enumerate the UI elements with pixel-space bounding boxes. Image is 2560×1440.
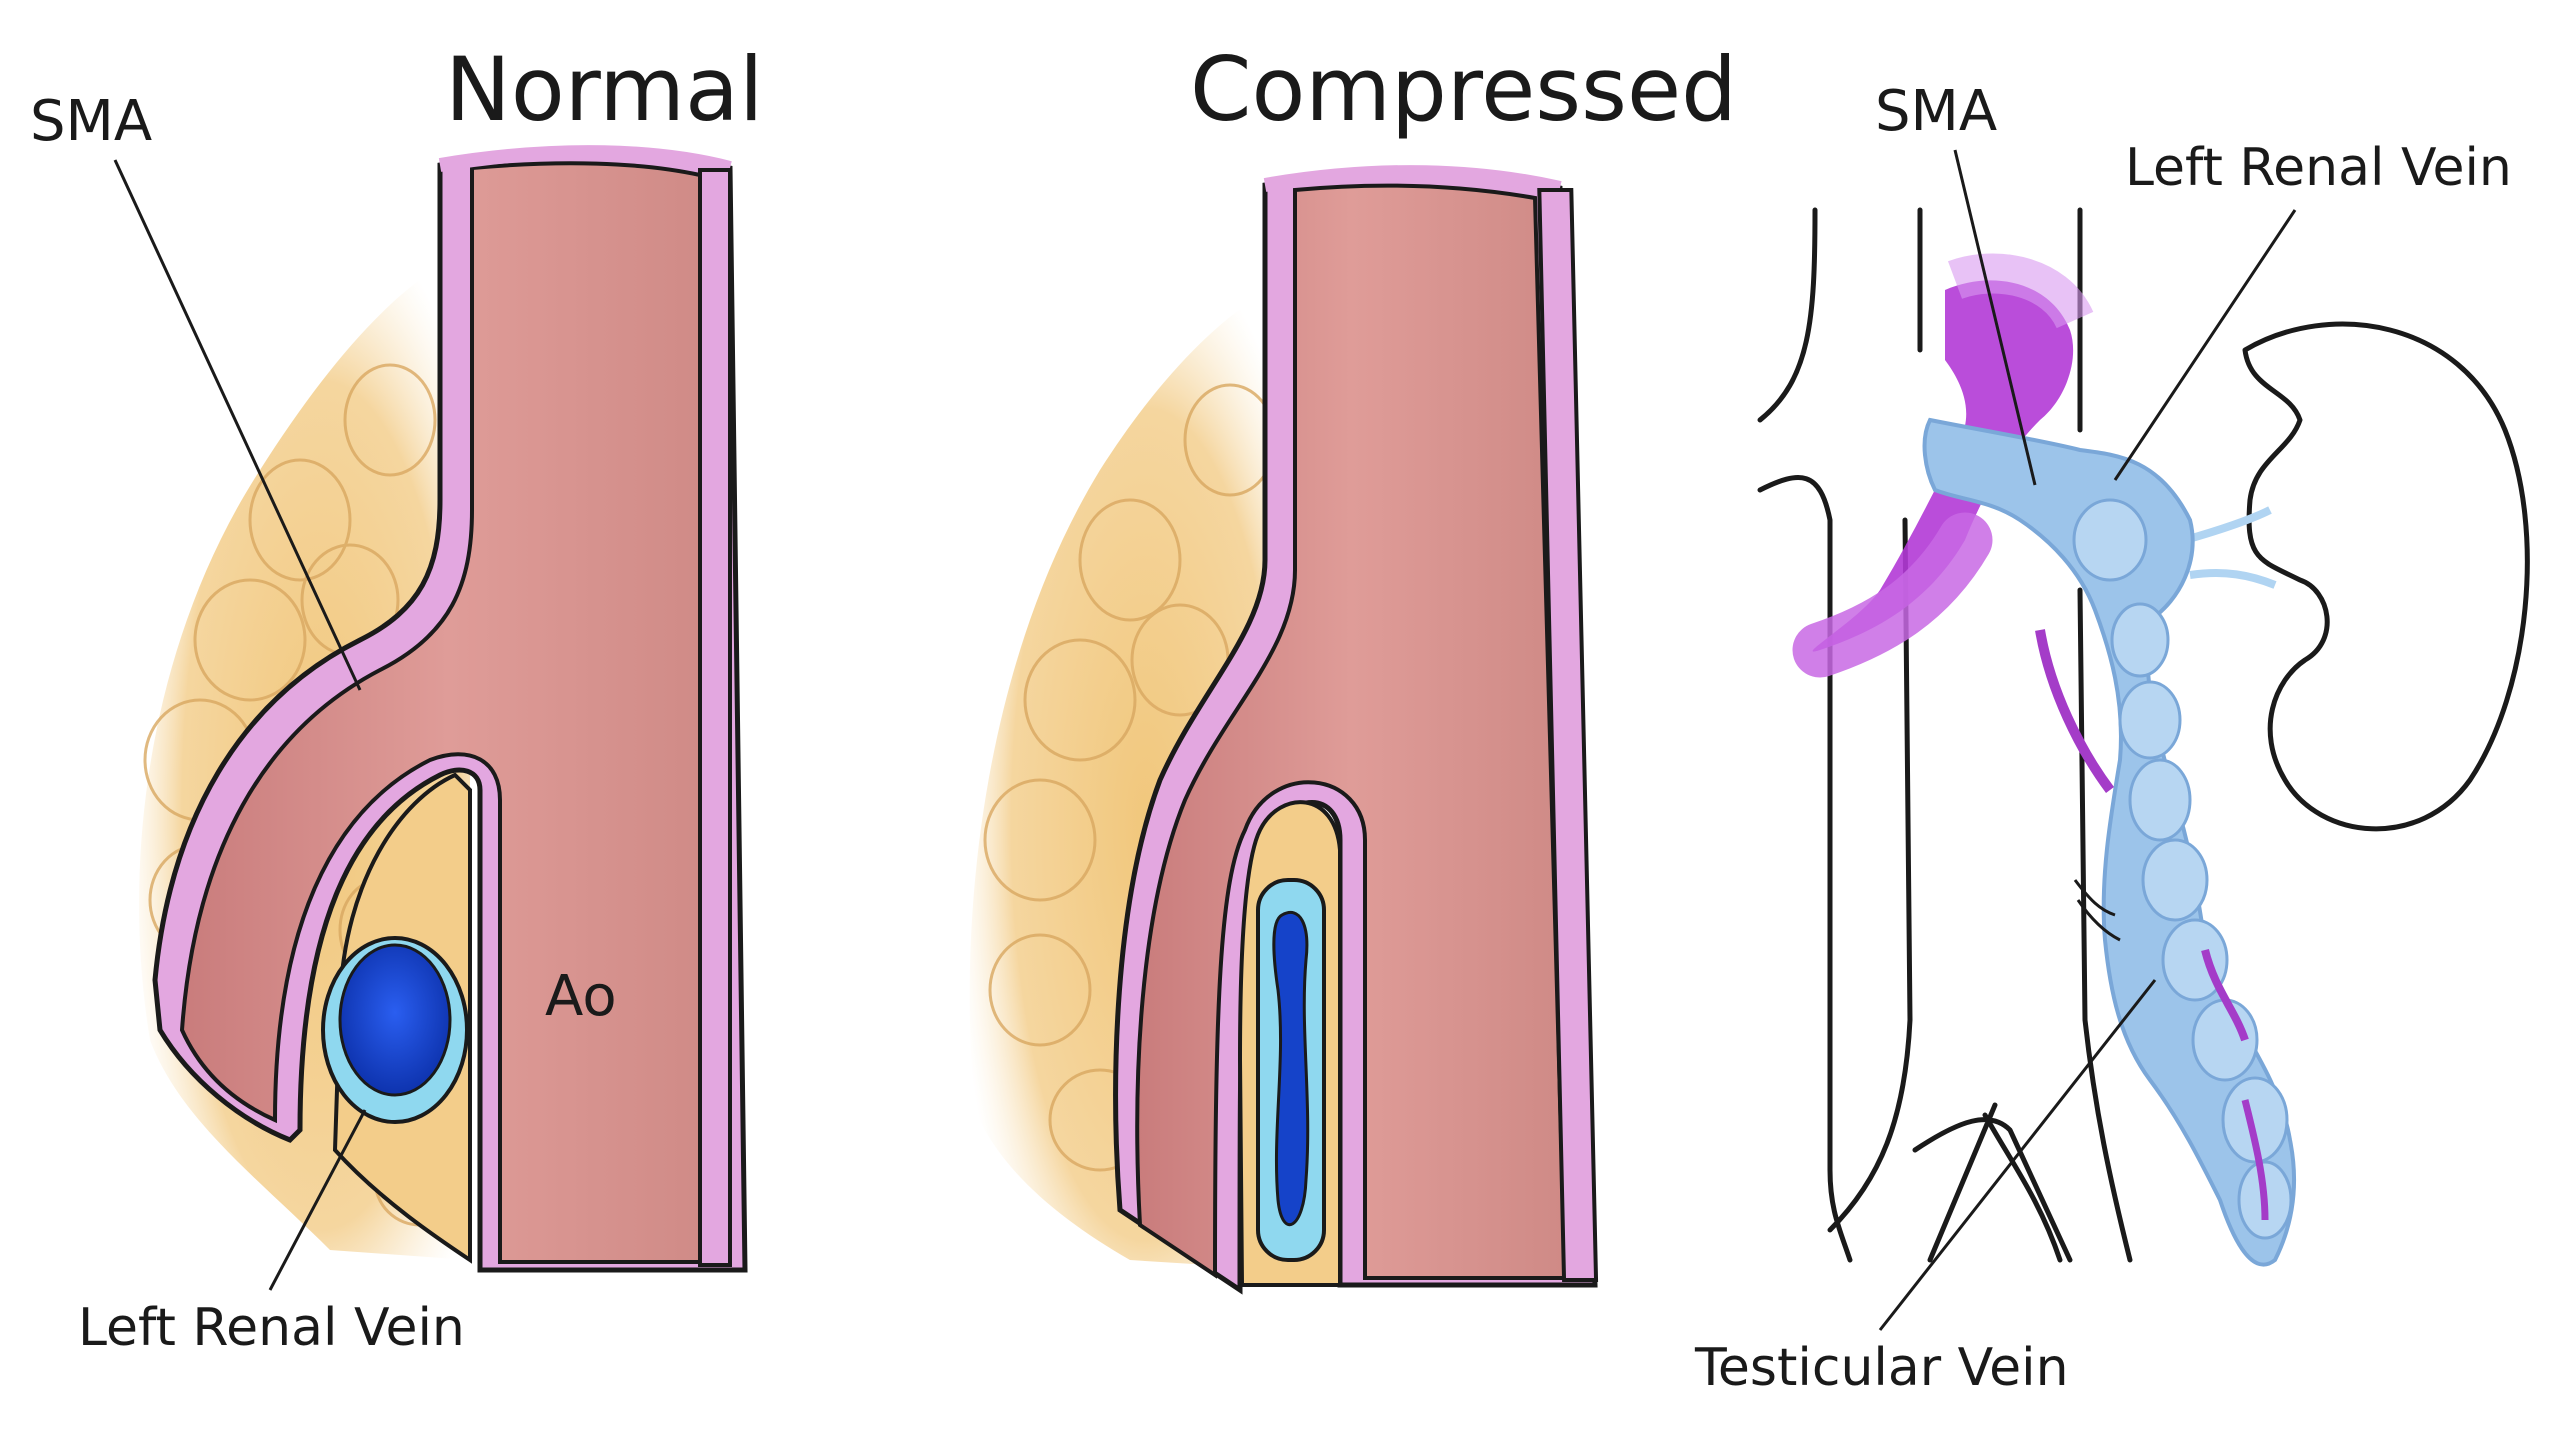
anatomy-testicular-label: Testicular Vein	[1694, 1338, 2069, 1398]
renal-hilum-branch	[2183, 506, 2272, 544]
vein-varices	[2072, 498, 2293, 1240]
left-renal-vein-lumen	[338, 943, 452, 1097]
anatomy-lrv-label: Left Renal Vein	[2125, 138, 2512, 198]
normal-sma-leader	[113, 159, 362, 691]
iliac-outline	[1912, 1102, 2073, 1263]
aorta-right-wall	[698, 168, 732, 1267]
panel-compressed: Compressed	[969, 38, 1737, 1295]
panel-normal-title: Normal	[445, 38, 763, 141]
aorta-lumen-compressed	[1135, 183, 1568, 1280]
aorta-right-wall-compressed	[1537, 188, 1599, 1282]
normal-ao-label: Ao	[545, 964, 617, 1029]
anatomy-lrv-leader	[2113, 209, 2297, 481]
iliac-outline-2	[1982, 1112, 2063, 1263]
anatomy-sma-leader	[1953, 149, 2037, 486]
panel-anatomy: SMA Left Renal Vein Testicular Vein	[1694, 79, 2530, 1398]
normal-lrv-leader	[268, 1109, 367, 1291]
anatomy-testicular-leader	[1878, 979, 2157, 1331]
aorta-outline-left2	[1827, 517, 1913, 1233]
ivc-outline-left	[1757, 207, 1818, 423]
ivc-outline-branch	[1757, 475, 1853, 1263]
panel-compressed-title: Compressed	[1190, 38, 1737, 141]
normal-sma-label: SMA	[30, 89, 152, 154]
anatomy-sma-label: SMA	[1875, 79, 1997, 144]
testicular-artery	[2035, 629, 2115, 793]
compressed-vein-lumen	[1272, 911, 1310, 1226]
normal-lrv-label: Left Renal Vein	[78, 1298, 465, 1358]
kidney-outline	[2242, 321, 2530, 832]
panel-normal: Normal SMA Ao Left Renal Vein	[30, 38, 763, 1358]
aorta-outline-right2	[2077, 587, 2133, 1263]
